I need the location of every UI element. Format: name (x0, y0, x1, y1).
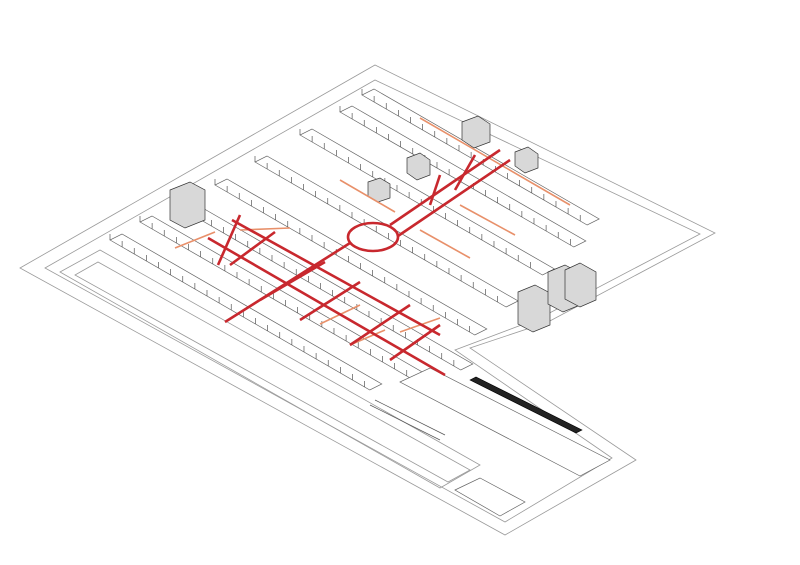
south-sheds (369, 367, 611, 517)
building-row (361, 88, 600, 226)
building-row (174, 198, 474, 371)
residential-towers (169, 115, 597, 333)
central-plaza-ring (346, 221, 400, 253)
building-row (109, 233, 383, 391)
site-outline (19, 64, 716, 536)
building-row (214, 178, 488, 336)
primary-routes (207, 148, 511, 377)
building-row (139, 215, 430, 383)
